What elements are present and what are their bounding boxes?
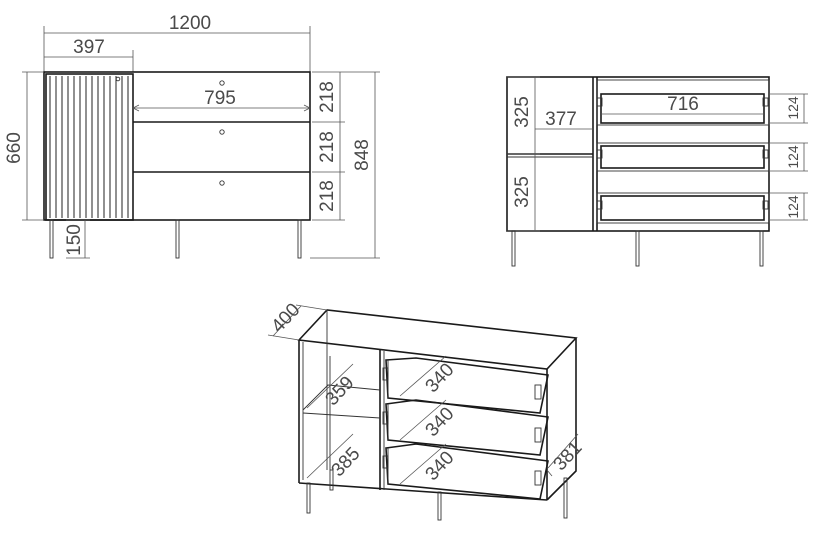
drawer-height-label: 218	[317, 180, 338, 212]
shelf-height-label: 325	[512, 176, 533, 208]
fluted-door	[49, 76, 129, 218]
drawer-inner-height-label: 124	[785, 145, 801, 169]
total-height-label: 848	[352, 139, 373, 171]
drawer-knob	[219, 129, 225, 135]
legs	[511, 230, 764, 267]
width-total-label: 1200	[169, 13, 211, 34]
drawer-inner-height-label: 124	[785, 195, 801, 219]
shelf-height-label: 325	[512, 96, 533, 128]
drawer-depth-label: 340	[421, 403, 458, 441]
shelf-width-label: 377	[545, 109, 577, 130]
front-view: 1200 397 795 218 218 218 848	[4, 13, 380, 259]
drawer-depth-label: 340	[421, 447, 458, 485]
drawer-height-label: 218	[317, 131, 338, 163]
legs	[49, 219, 302, 259]
drawer-inner-height-label: 124	[785, 96, 801, 120]
open-front-view: 325 325 377 716	[506, 76, 808, 267]
drawer-height-label: 218	[317, 81, 338, 113]
drawer-depth-label: 340	[421, 359, 458, 397]
leg-height-label: 150	[64, 224, 85, 256]
drawer-knob	[219, 80, 225, 86]
isometric-view: 400 359 385 340 340 340 381	[267, 299, 586, 521]
drawer-inner-width-label: 716	[667, 94, 699, 115]
door-width-label: 397	[73, 37, 105, 58]
drawer-boxes	[596, 79, 770, 224]
side-depth-label: 381	[549, 437, 586, 475]
body-height-label: 660	[4, 132, 25, 164]
legs	[306, 469, 568, 521]
drawer-width-label: 795	[204, 88, 236, 109]
drawer-knob	[219, 180, 225, 186]
